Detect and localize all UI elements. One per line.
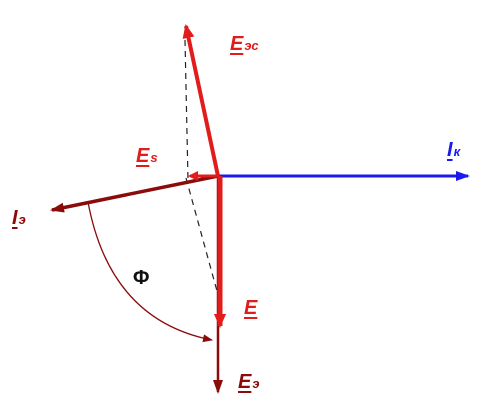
label-e-e-main: E (238, 371, 252, 393)
label-i-k-sub: к (453, 144, 461, 159)
phi-arc (87, 201, 213, 343)
dashed-line-vertical (184, 39, 189, 181)
label-i-e-main: I (12, 207, 18, 229)
label-i-k: Iк (447, 140, 460, 160)
vector-e-es (182, 24, 220, 177)
label-e-s: Es (136, 146, 158, 166)
label-i-e-sub: э (18, 212, 26, 227)
label-e-es-sub: эс (244, 38, 259, 53)
label-e-es-main: E (230, 33, 244, 55)
label-e-e-sub: э (252, 376, 260, 391)
label-e-s-main: E (136, 145, 150, 167)
label-phi: Φ (133, 267, 150, 289)
label-e-e: Eэ (238, 372, 260, 392)
label-e-main: E (244, 297, 258, 319)
label-e: E (244, 298, 257, 318)
label-e-es: Eэс (230, 34, 259, 54)
dashed-line-diagonal (185, 177, 221, 303)
label-e-s-sub: s (150, 150, 158, 165)
label-i-e: Iэ (12, 208, 26, 228)
label-i-k-main: I (447, 139, 453, 161)
vector-i-e (50, 174, 219, 213)
